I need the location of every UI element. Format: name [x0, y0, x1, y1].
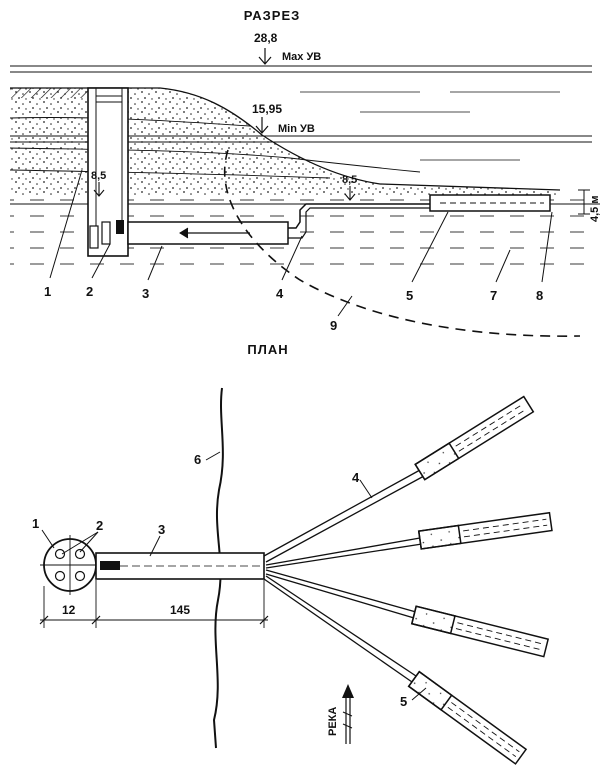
plan-dimensions — [39, 580, 269, 628]
well-plan — [40, 535, 100, 595]
section-label-pipe: 4 — [276, 286, 284, 301]
conduit-plan — [95, 552, 265, 580]
intake-level-marker — [344, 186, 356, 201]
section-label-well: 1 — [44, 284, 51, 299]
section-title: РАЗРЕЗ — [244, 8, 301, 23]
plan-label-conduit: 3 — [158, 522, 165, 537]
plan-leaders — [41, 451, 427, 701]
ground-surface — [10, 87, 561, 191]
plan-label-river-edge: 6 — [194, 452, 201, 467]
max-level-value: 28,8 — [254, 31, 278, 45]
plan-label-filter: 5 — [400, 694, 407, 709]
depth-dimension — [578, 189, 590, 215]
plan-label-pipe: 4 — [352, 470, 360, 485]
section-label-depression: 9 — [330, 318, 337, 333]
section-label-pumps: 2 — [86, 284, 93, 299]
section-label-filter: 5 — [406, 288, 413, 303]
well-shaft — [87, 87, 129, 257]
plan-title: ПЛАН — [247, 342, 288, 357]
siphon-pipe — [288, 203, 430, 229]
section-label-aquifer: 7 — [490, 288, 497, 303]
dim-well-value: 12 — [62, 603, 76, 617]
topsoil-hatch — [10, 88, 88, 98]
plan-label-pumps: 2 — [96, 518, 103, 533]
soil-layer-3 — [9, 169, 331, 179]
river-label: РЕКА — [327, 707, 339, 736]
plan-view: ПЛАН — [32, 342, 553, 765]
depth-value: 4,5 м — [589, 196, 600, 223]
max-level-label: Max УВ — [282, 51, 321, 63]
riverbank-soil — [10, 88, 560, 196]
max-level-marker — [258, 48, 272, 65]
section-label-conduit: 3 — [142, 286, 149, 301]
river-water-section — [300, 91, 560, 161]
depression-curve — [223, 149, 581, 337]
section-label-riverbed: 8 — [536, 288, 543, 303]
plan-label-well: 1 — [32, 516, 39, 531]
filter-intake-2 — [417, 511, 553, 550]
collector-conduit — [127, 221, 289, 245]
filter-intake-3 — [410, 605, 550, 658]
filter-intake-4 — [407, 670, 528, 765]
filter-intake-section — [429, 194, 551, 212]
filter-intake-1 — [414, 395, 535, 481]
well-level-value: 8,5 — [91, 170, 106, 182]
intake-pipes-plan — [263, 469, 425, 683]
section-view: РАЗРЕЗ 28,8 Max УВ — [9, 8, 600, 337]
intake-level-value: 8,5 — [342, 174, 357, 186]
section-leaders — [49, 169, 553, 317]
dim-conduit-value: 145 — [170, 603, 190, 617]
max-water-level-lines — [10, 65, 592, 73]
river-flow-arrow — [342, 684, 354, 744]
min-level-value: 15,95 — [252, 102, 282, 116]
min-level-marker — [255, 117, 269, 134]
well-level-marker — [93, 182, 105, 197]
min-level-label: Min УВ — [278, 123, 315, 135]
